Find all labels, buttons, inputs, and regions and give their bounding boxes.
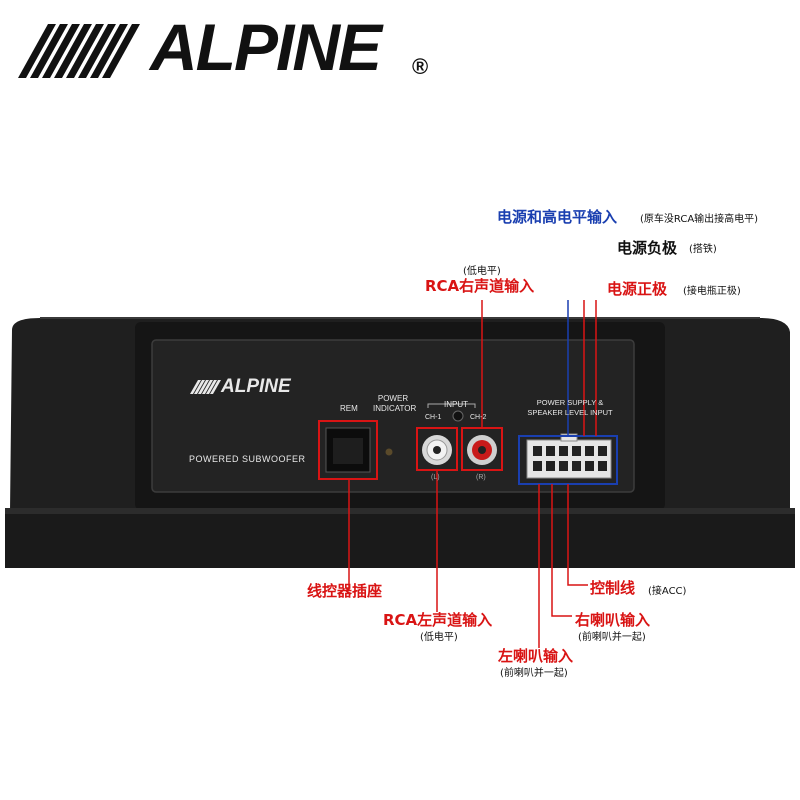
panel-logo: ALPINE	[221, 376, 291, 397]
ch1-label: CH-1	[425, 414, 442, 421]
annotation-power-negative-note: (搭铁)	[689, 244, 717, 255]
power-indicator-line2: INDICATOR	[373, 404, 417, 413]
ch2-label: CH-2	[470, 414, 487, 421]
brand-slash-logo	[18, 24, 140, 78]
input-label: INPUT	[444, 400, 468, 409]
annotation-right-speaker-note: (前喇叭并一起)	[578, 632, 646, 643]
annotation-rca-right: RCA右声道输入	[425, 277, 535, 295]
annotation-power-negative: 电源负极	[617, 239, 678, 257]
brand-name: ALPINE	[150, 10, 382, 84]
annotation-rca-left: RCA左声道输入	[383, 611, 493, 629]
left-channel-label: (L)	[431, 474, 440, 481]
annotation-control-wire: 控制线	[590, 579, 636, 597]
annotation-control-wire-note: (接ACC)	[648, 586, 687, 597]
power-indicator-label: POWER INDICATOR	[373, 394, 417, 414]
subwoofer-device	[5, 300, 795, 648]
annotation-remote-socket: 线控器插座	[307, 582, 383, 600]
annotation-power-high-level: 电源和高电平输入	[497, 208, 618, 226]
annotation-power-positive: 电源正极	[607, 280, 668, 298]
annotation-power-high-level-note: (原车没RCA输出接高电平)	[640, 214, 759, 225]
panel-product-label: POWERED SUBWOOFER	[189, 454, 306, 464]
annotation-power-positive-note: (接电瓶正极)	[683, 286, 741, 297]
registered-mark: ®	[412, 54, 429, 79]
rem-label: REM	[340, 404, 358, 413]
annotation-rca-left-note: (低电平)	[420, 632, 458, 643]
power-supply-label: POWER SUPPLY & SPEAKER LEVEL INPUT	[520, 398, 620, 418]
annotation-right-speaker: 右喇叭输入	[575, 611, 651, 629]
power-indicator-line1: POWER	[377, 394, 409, 403]
power-supply-line2: SPEAKER LEVEL INPUT	[527, 408, 613, 417]
annotation-left-speaker: 左喇叭输入	[498, 647, 574, 665]
annotation-rca-right-note: (低电平)	[463, 266, 501, 277]
right-channel-label: (R)	[476, 474, 486, 481]
annotation-left-speaker-note: (前喇叭并一起)	[500, 668, 568, 679]
power-supply-line1: POWER SUPPLY &	[536, 398, 604, 407]
